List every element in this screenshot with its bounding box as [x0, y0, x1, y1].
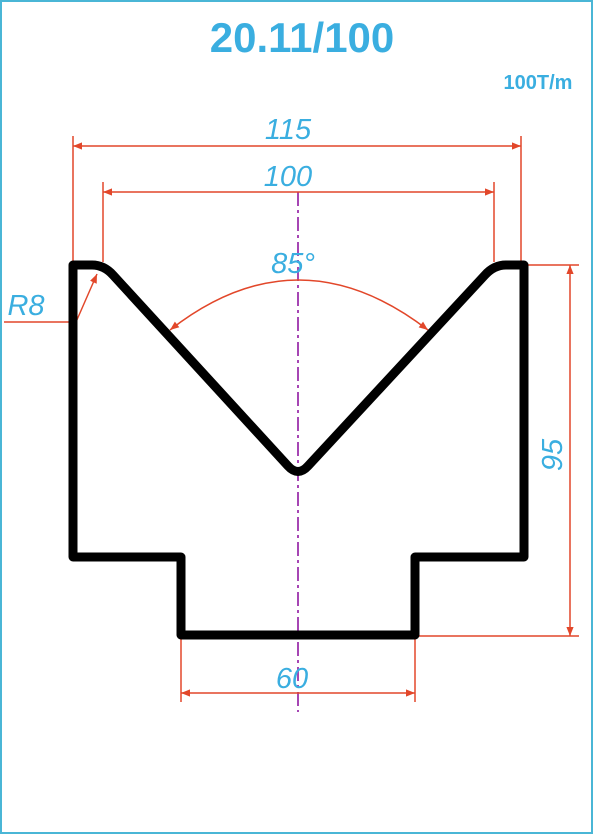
tang-width-label: 60	[276, 663, 308, 695]
overall-width-label: 115	[265, 114, 312, 146]
tonnage-rating: 100T/m	[504, 72, 573, 94]
die-profile-outline	[68, 260, 529, 640]
dimension-height: 95	[418, 264, 579, 637]
die-title: 20.11/100	[210, 14, 395, 61]
v-angle-label: 85°	[271, 248, 315, 280]
dimension-tang-width: 60	[180, 638, 416, 702]
dimension-overall-width: 115	[72, 114, 522, 266]
v-opening-label: 100	[264, 161, 312, 193]
radius-label: R8	[7, 290, 44, 322]
dimension-v-opening: 100	[102, 161, 495, 262]
height-label: 95	[537, 438, 569, 471]
dimension-v-angle: 85°	[169, 248, 429, 331]
dimension-radius: R8	[4, 273, 98, 323]
